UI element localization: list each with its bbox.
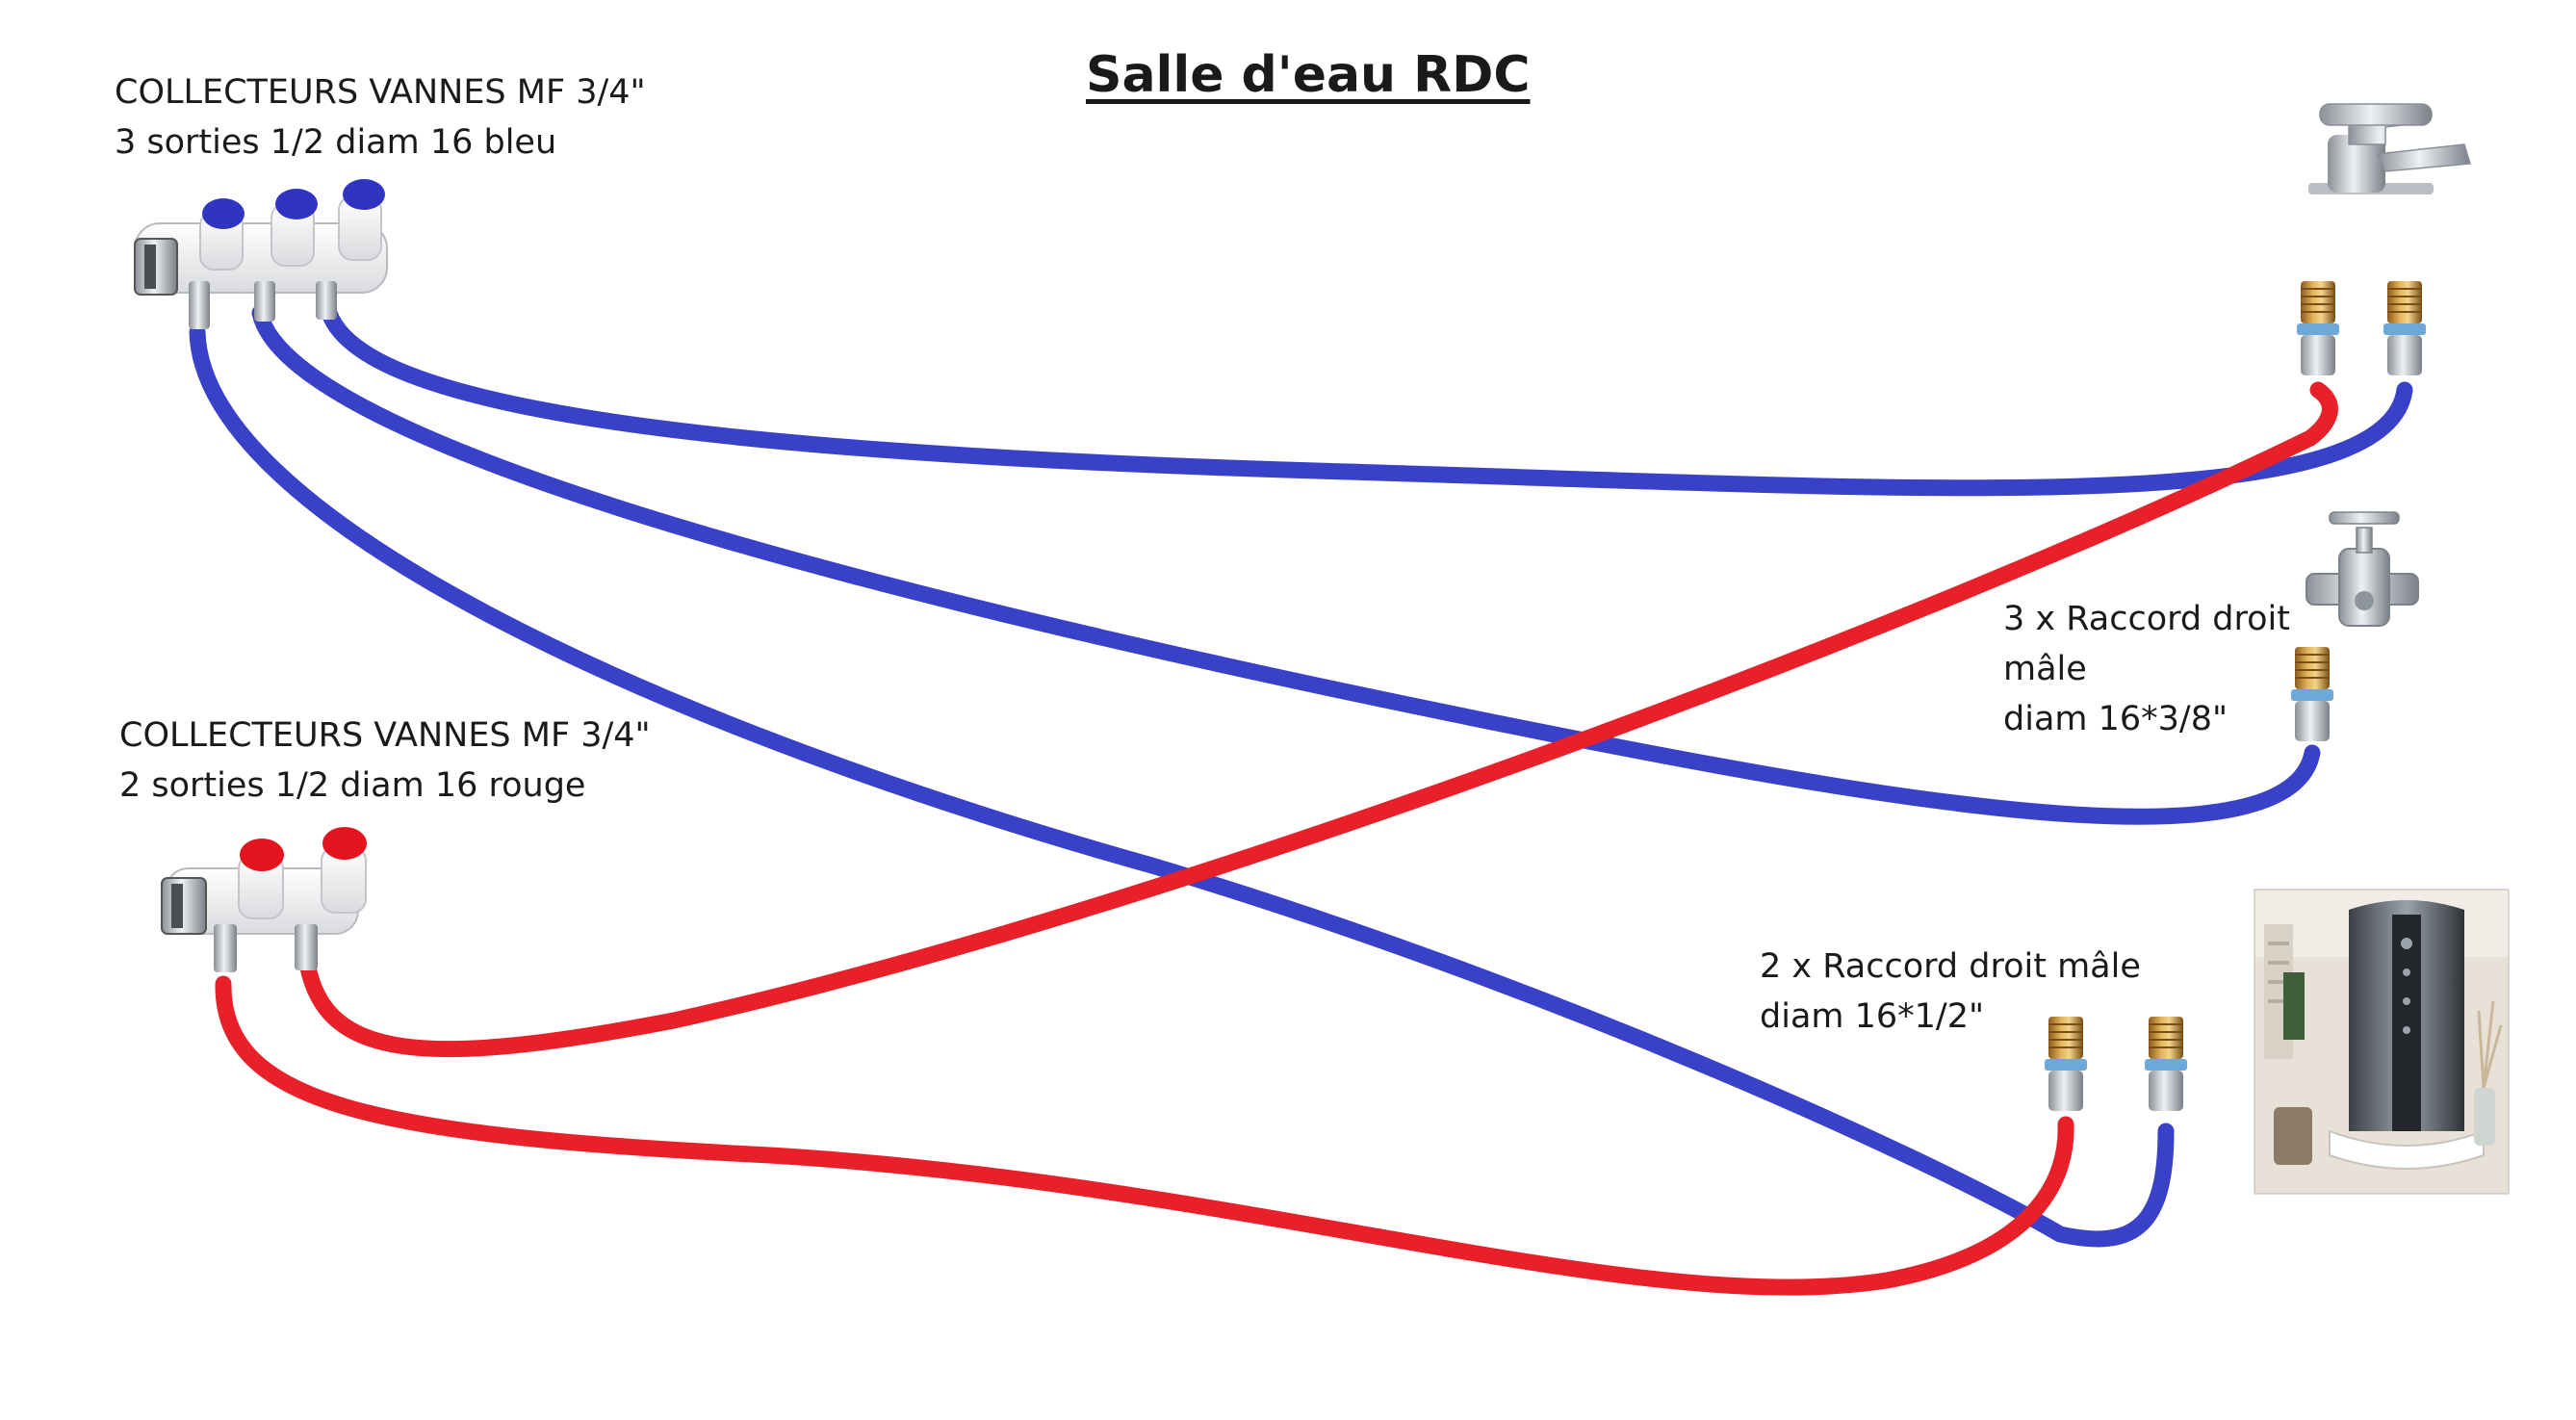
brass-fitting-icon xyxy=(2383,280,2427,376)
label-line: COLLECTEURS VANNES MF 3/4" xyxy=(115,73,646,112)
fitting-3-8-label: 3 x Raccord droit mâle diam 16*3/8" xyxy=(2003,594,2290,744)
label-line: mâle xyxy=(2003,650,2087,688)
page-title: Salle d'eau RDC xyxy=(1086,46,1531,104)
label-line: 3 sorties 1/2 diam 16 bleu xyxy=(115,123,557,162)
fitting-wall-tap xyxy=(2290,646,2334,742)
cold-pipe-to-basin xyxy=(319,297,2413,497)
cold-pipe-to-wall-tap xyxy=(251,304,2321,825)
brass-fitting-icon xyxy=(2290,646,2334,742)
label-line: 2 x Raccord droit mâle xyxy=(1760,947,2141,986)
label-line: diam 16*3/8" xyxy=(2003,700,2228,738)
brass-fitting-icon xyxy=(2296,280,2340,376)
label-line: 2 sorties 1/2 diam 16 rouge xyxy=(119,766,586,805)
fitting-1-2-label: 2 x Raccord droit mâle diam 16*1/2" xyxy=(1760,942,2141,1042)
hot-pipe-to-shower xyxy=(215,975,2074,1296)
hot-pipe-to-basin xyxy=(299,381,2338,1058)
fittings-basin xyxy=(2296,280,2427,376)
label-line: diam 16*1/2" xyxy=(1760,997,1985,1036)
pipes xyxy=(189,297,2413,1296)
blue-manifold-label: COLLECTEURS VANNES MF 3/4" 3 sorties 1/2… xyxy=(115,67,646,168)
red-manifold-label: COLLECTEURS VANNES MF 3/4" 2 sorties 1/2… xyxy=(119,710,651,811)
basin-faucet-icon xyxy=(2308,103,2471,194)
label-line: 3 x Raccord droit xyxy=(2003,600,2290,638)
wall-tap-icon xyxy=(2306,511,2419,627)
label-line: COLLECTEURS VANNES MF 3/4" xyxy=(119,716,651,755)
blue-valve-manifold-icon xyxy=(134,179,388,329)
red-valve-manifold-icon xyxy=(161,827,367,972)
cold-pipe-to-shower xyxy=(189,323,2175,1248)
shower-cabin-icon xyxy=(2254,889,2510,1195)
brass-fitting-icon xyxy=(2144,1016,2188,1112)
